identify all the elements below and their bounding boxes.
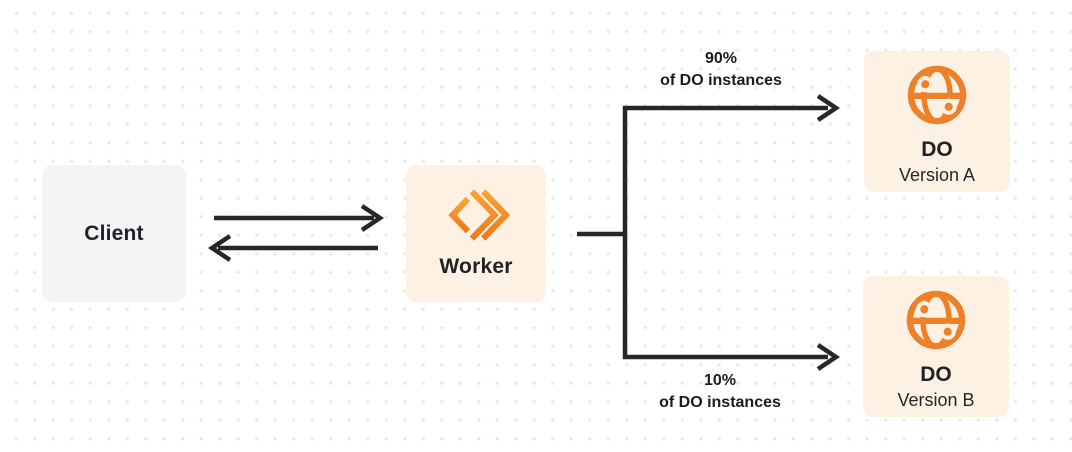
- worker-node: Worker: [406, 165, 546, 302]
- do-version-a-node: DO Version A: [864, 51, 1010, 192]
- edge-label-version-b: 10% of DO instances: [609, 370, 831, 414]
- do-version-b-node: DO Version B: [863, 276, 1009, 417]
- do-b-subtitle: Version B: [897, 390, 975, 410]
- do-a-title: DO: [921, 138, 953, 161]
- edge-label-version-b-percent: 10%: [703, 372, 737, 389]
- edge-label-version-a-percent: 90%: [704, 50, 738, 67]
- workers-chevron-icon: [442, 184, 510, 246]
- edge-label-version-a-caption: of DO instances: [660, 72, 782, 89]
- edge-label-version-b-caption: of DO instances: [659, 394, 781, 411]
- branch-to-version-b-arrow: [816, 343, 841, 371]
- worker-label: Worker: [439, 255, 513, 278]
- globe-icon: [900, 284, 972, 356]
- do-b-title: DO: [920, 363, 952, 386]
- do-a-subtitle: Version A: [898, 165, 976, 185]
- client-label: Client: [84, 221, 144, 245]
- client-node: Client: [42, 165, 186, 302]
- client-to-worker-arrow: [214, 204, 385, 232]
- branch-to-version-a-arrow: [622, 94, 841, 360]
- worker-to-client-arrow: [207, 234, 378, 262]
- edge-label-version-a: 90% of DO instances: [610, 48, 832, 92]
- globe-icon: [901, 59, 973, 131]
